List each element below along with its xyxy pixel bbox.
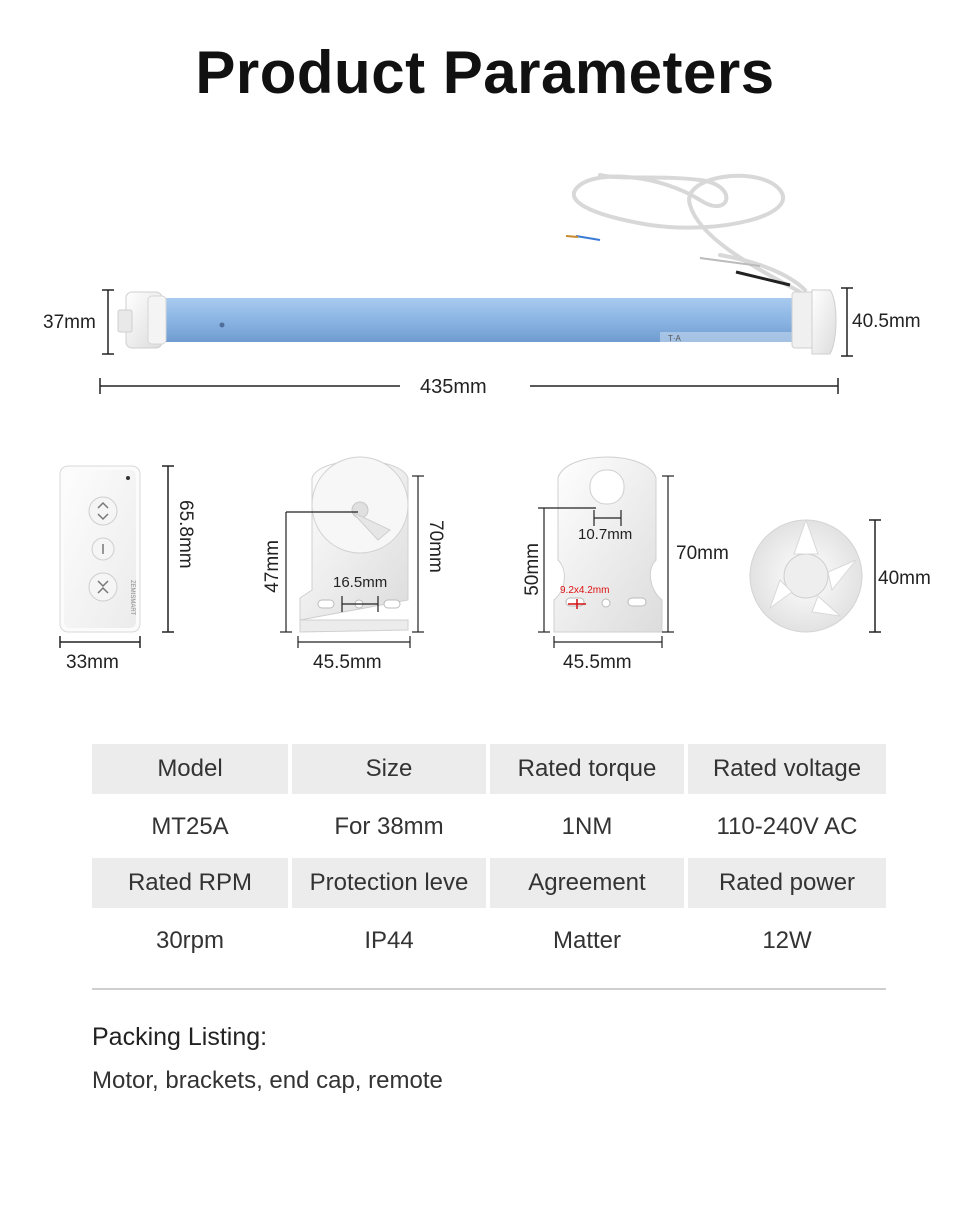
spec-label-power: Rated power bbox=[688, 858, 886, 908]
bracket-2 bbox=[553, 456, 663, 633]
spec-label-torque: Rated torque bbox=[490, 744, 684, 794]
motor-right-head bbox=[791, 289, 837, 355]
motor-dimension-lines bbox=[99, 287, 853, 394]
spec-value-voltage: 110-240V AC bbox=[716, 813, 858, 840]
spec-label-protection: Protection leve bbox=[292, 858, 486, 908]
wire-black bbox=[735, 270, 791, 287]
wire-blue bbox=[575, 235, 601, 241]
spec-label-size: Size bbox=[292, 744, 486, 794]
bracket-1-hole-spacing-label: 16.5mm bbox=[333, 574, 388, 591]
motor-left-diameter-label: 37mm bbox=[43, 312, 96, 333]
spec-value-protection: IP44 bbox=[364, 927, 414, 954]
packing-title: Packing Listing: bbox=[92, 1023, 268, 1051]
motor-left-end bbox=[117, 291, 167, 349]
spec-value-agreement: Matter bbox=[552, 927, 621, 954]
bracket-2-outer-height-label: 70mm bbox=[676, 543, 729, 564]
wire-copper bbox=[565, 235, 579, 238]
product-illustrations: T·A ZEMISMART bbox=[59, 173, 881, 648]
spec-value-power: 12W bbox=[762, 927, 812, 954]
tube-screw bbox=[219, 322, 225, 328]
bracket-1-width-label: 45.5mm bbox=[313, 652, 382, 673]
end-cap-dimension-lines bbox=[869, 519, 881, 633]
bracket-1 bbox=[299, 456, 409, 633]
spec-label-model: Model bbox=[92, 744, 288, 794]
spec-label-agreement: Agreement bbox=[490, 858, 684, 908]
remote-width-label: 33mm bbox=[66, 652, 119, 673]
wire-grey bbox=[699, 257, 761, 267]
remote-dimension-lines bbox=[59, 465, 174, 648]
bracket-2-width-label: 45.5mm bbox=[563, 652, 632, 673]
section-divider bbox=[92, 988, 886, 990]
bracket-2-slot-width-label: 10.7mm bbox=[578, 526, 633, 543]
spec-value-size: For 38mm bbox=[334, 813, 444, 840]
motor-cable bbox=[571, 173, 807, 294]
bracket-2-hole-size-label: 9.2x4.2mm bbox=[560, 585, 610, 596]
motor-length-label: 435mm bbox=[420, 376, 487, 398]
end-cap-height-label: 40mm bbox=[878, 568, 931, 589]
spec-value-torque: 1NM bbox=[561, 813, 613, 840]
bracket-2-dimension-lines bbox=[538, 475, 674, 648]
remote-height-label: 65.8mm bbox=[175, 500, 196, 569]
svg-text:ZEMISMART: ZEMISMART bbox=[129, 580, 135, 616]
motor-right-diameter-label: 40.5mm bbox=[852, 311, 921, 332]
spec-label-rpm: Rated RPM bbox=[92, 858, 288, 908]
tube-label-text: T·A bbox=[668, 334, 682, 343]
bracket-1-inner-height-label: 47mm bbox=[262, 540, 283, 593]
tube-label-strip bbox=[660, 332, 810, 342]
bracket-1-dimension-lines bbox=[280, 475, 424, 648]
end-cap bbox=[749, 518, 863, 633]
spec-label-voltage: Rated voltage bbox=[688, 744, 886, 794]
motor-tube bbox=[150, 298, 810, 342]
page-title: Product Parameters bbox=[195, 39, 775, 106]
packing-items: Motor, brackets, end cap, remote bbox=[92, 1067, 443, 1094]
bracket-1-outer-height-label: 70mm bbox=[425, 520, 446, 573]
remote-control: ZEMISMART bbox=[59, 465, 141, 633]
bracket-2-inner-height-label: 50mm bbox=[522, 543, 543, 596]
spec-value-model: MT25A bbox=[151, 813, 229, 840]
spec-value-rpm: 30rpm bbox=[155, 927, 225, 954]
